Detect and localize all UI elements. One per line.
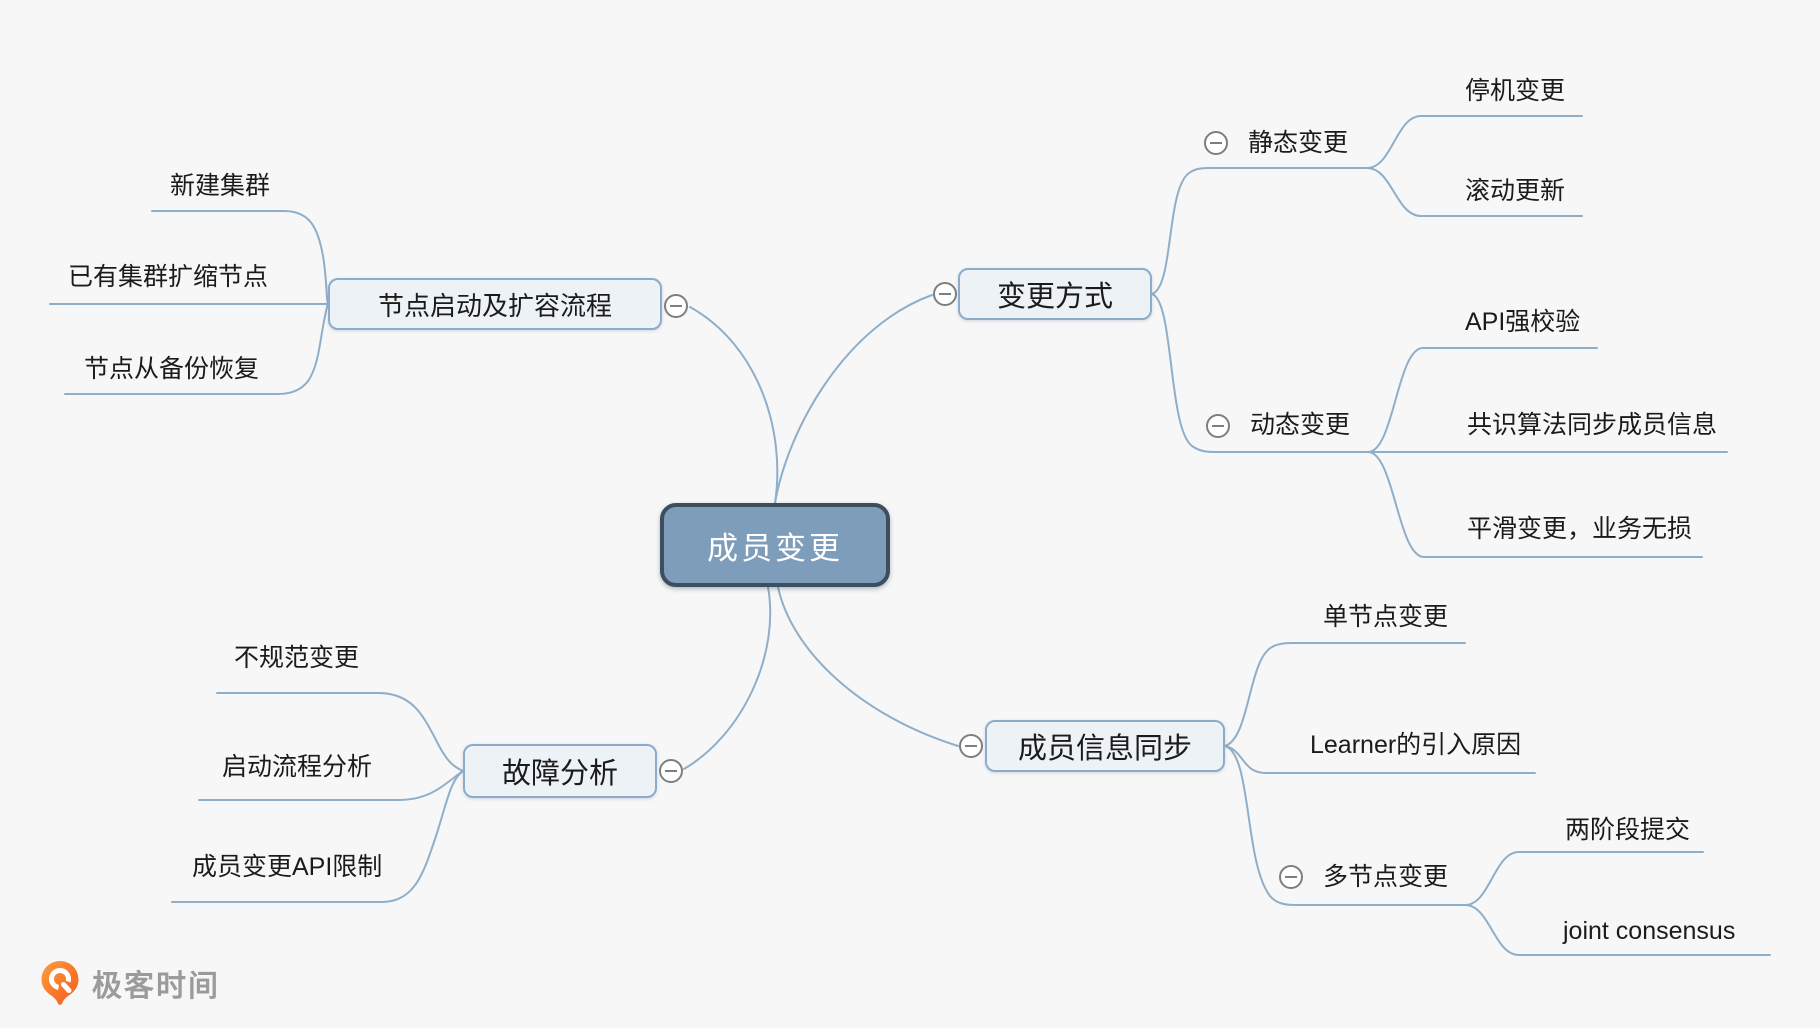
- brand-logo: 极客时间: [40, 960, 220, 1006]
- collapse-button-dynamic-change[interactable]: [1206, 414, 1230, 438]
- central-topic-node[interactable]: 成员变更: [660, 503, 890, 587]
- leaf-label-restore-from-backup[interactable]: 节点从备份恢复: [84, 355, 260, 383]
- leaf-label-consensus-sync-member-info[interactable]: 共识算法同步成员信息: [1467, 411, 1718, 439]
- collapse-button-change-methods[interactable]: [933, 282, 957, 306]
- minus-icon: [665, 770, 677, 772]
- wire-shutdown-change: [1366, 115, 1583, 169]
- wire-center-to-fault-analysis: [683, 586, 772, 770]
- leaf-label-shutdown-change[interactable]: 停机变更: [1465, 77, 1566, 105]
- leaf-label-two-phase-commit[interactable]: 两阶段提交: [1565, 816, 1691, 844]
- leaf-label-nonstandard-change[interactable]: 不规范变更: [234, 644, 360, 672]
- brand-name: 极客时间: [92, 970, 220, 1003]
- main-topic-node-startup-expansion[interactable]: 节点启动及扩容流程: [328, 278, 662, 330]
- collapse-button-fault-analysis[interactable]: [659, 759, 683, 783]
- wire-static-change: [1151, 167, 1368, 295]
- minus-icon: [939, 293, 951, 295]
- leaf-label-smooth-change-no-loss[interactable]: 平滑变更，业务无损: [1467, 515, 1693, 543]
- leaf-label-member-change-api-limit[interactable]: 成员变更API限制: [192, 853, 383, 881]
- wire-center-to-startup: [689, 306, 779, 504]
- main-topic-node-change-methods[interactable]: 变更方式: [958, 268, 1152, 320]
- subtopic-label-multi-node-change[interactable]: 多节点变更: [1323, 863, 1449, 891]
- subtopic-label-dynamic-change[interactable]: 动态变更: [1250, 411, 1351, 439]
- geek-time-icon: [41, 961, 79, 1005]
- wire-api-limit: [171, 770, 464, 903]
- main-topic-node-member-info-sync[interactable]: 成员信息同步: [985, 720, 1225, 772]
- wire-two-phase-commit: [1464, 851, 1704, 906]
- wire-center-to-member-sync: [777, 586, 959, 747]
- leaf-label-api-strong-validation[interactable]: API强校验: [1465, 308, 1581, 336]
- subtopic-label-static-change[interactable]: 静态变更: [1248, 129, 1349, 157]
- leaf-label-startup-flow-analysis[interactable]: 启动流程分析: [222, 753, 373, 781]
- collapse-button-startup-expansion[interactable]: [664, 294, 688, 318]
- leaf-label-existing-cluster-scale[interactable]: 已有集群扩缩节点: [68, 263, 269, 291]
- minus-icon: [1285, 876, 1297, 878]
- collapse-button-member-info-sync[interactable]: [959, 734, 983, 758]
- minus-icon: [965, 745, 977, 747]
- main-topic-node-fault-analysis[interactable]: 故障分析: [463, 744, 657, 798]
- wire-center-to-change-methods: [774, 294, 933, 504]
- minus-icon: [670, 305, 682, 307]
- minus-icon: [1212, 425, 1224, 427]
- collapse-button-multi-node-change[interactable]: [1279, 865, 1303, 889]
- collapse-button-static-change[interactable]: [1204, 131, 1228, 155]
- leaf-label-rolling-update[interactable]: 滚动更新: [1465, 177, 1566, 205]
- minus-icon: [1210, 142, 1222, 144]
- leaf-label-single-node-change[interactable]: 单节点变更: [1323, 603, 1449, 631]
- leaf-label-joint-consensus[interactable]: joint consensus: [1563, 917, 1736, 945]
- leaf-label-new-cluster[interactable]: 新建集群: [170, 172, 271, 200]
- leaf-label-learner-introduction-reason[interactable]: Learner的引入原因: [1310, 731, 1522, 759]
